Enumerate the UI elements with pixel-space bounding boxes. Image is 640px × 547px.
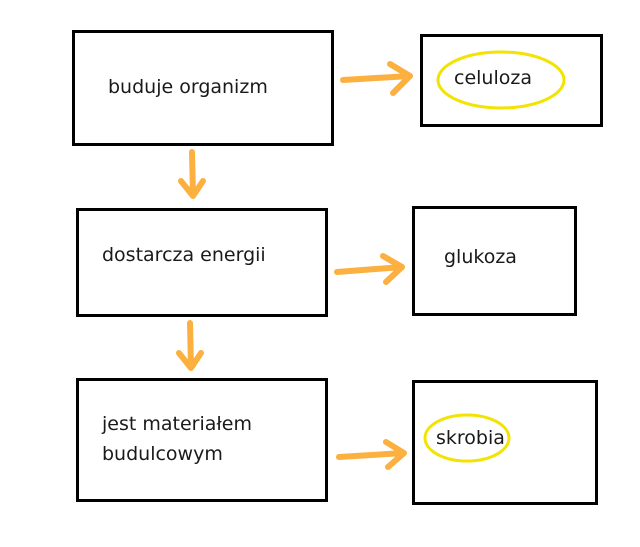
box-dostarcza-energii (76, 208, 328, 317)
label-dostarcza-energii: dostarcza energii (102, 244, 266, 266)
arrow-down-1 (178, 149, 206, 199)
label-skrobia: skrobia (436, 427, 505, 449)
arrow-right-3 (336, 439, 407, 470)
label-buduje-organizm: buduje organizm (108, 76, 268, 98)
box-glukoza (412, 206, 577, 316)
box-skrobia (412, 380, 598, 505)
label-celuloza: celuloza (454, 67, 532, 89)
arrow-right-1 (340, 61, 413, 96)
box-buduje-organizm (72, 30, 334, 146)
label-material-line2: budulcowym (102, 443, 223, 465)
arrow-down-2 (176, 320, 204, 371)
box-celuloza (420, 34, 603, 127)
label-glukoza: glukoza (444, 246, 517, 268)
highlight-celuloza (436, 50, 566, 110)
arrow-right-2 (334, 253, 405, 285)
highlight-skrobia (423, 413, 511, 463)
label-material-line1: jest materiałem (102, 413, 252, 435)
box-material-budulcowy (76, 378, 328, 502)
